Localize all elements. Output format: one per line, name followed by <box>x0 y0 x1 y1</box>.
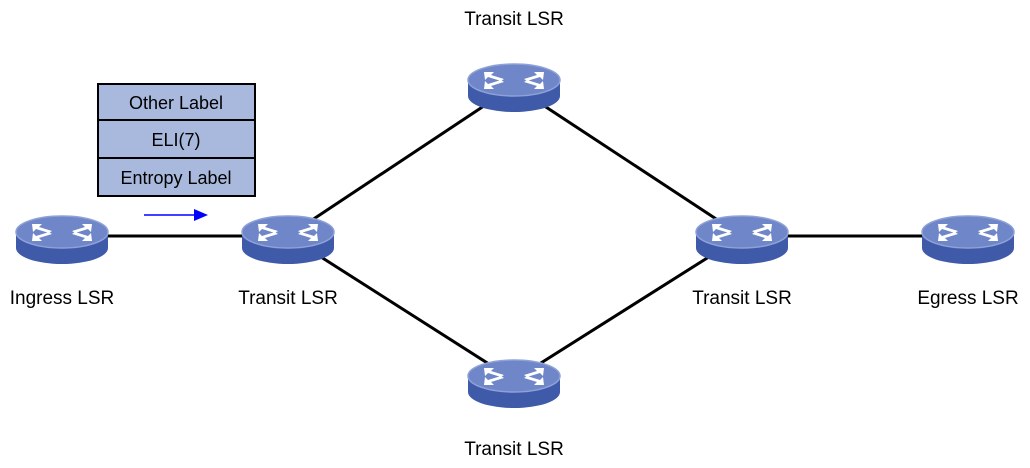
label-stack-cell-eli <box>97 119 256 159</box>
link-transit-left-transit-bottom <box>287 234 515 382</box>
node-label-ingress: Ingress LSR <box>10 288 115 309</box>
router-transit-top <box>467 63 561 113</box>
router-icon <box>467 359 561 409</box>
router-ingress <box>15 215 109 265</box>
router-transit-left <box>241 215 335 265</box>
label-stack-eli-label: ELI(7) <box>151 130 200 150</box>
link-transit-bottom-transit-right <box>513 234 743 382</box>
link-transit-left-transit-top <box>287 84 515 238</box>
flow-arrow-icon <box>144 209 208 221</box>
node-label-transit-top: Transit LSR <box>464 9 564 30</box>
node-label-transit-left: Transit LSR <box>238 288 338 309</box>
label-stack: Other Label ELI(7) Entropy Label <box>97 83 256 197</box>
router-transit-right <box>695 215 789 265</box>
router-egress <box>921 215 1015 265</box>
link-transit-top-transit-right <box>513 84 743 238</box>
label-stack-other-label: Other Label <box>129 93 223 113</box>
router-icon <box>15 215 109 265</box>
router-icon <box>921 215 1015 265</box>
router-transit-bottom <box>467 359 561 409</box>
label-stack-entropy-label: Entropy Label <box>120 168 231 188</box>
router-icon <box>241 215 335 265</box>
node-label-transit-right: Transit LSR <box>692 288 792 309</box>
router-icon <box>695 215 789 265</box>
node-label-transit-bottom: Transit LSR <box>464 439 564 460</box>
node-label-egress: Egress LSR <box>917 288 1018 309</box>
label-stack-cell-entropy <box>97 157 256 197</box>
router-icon <box>467 63 561 113</box>
